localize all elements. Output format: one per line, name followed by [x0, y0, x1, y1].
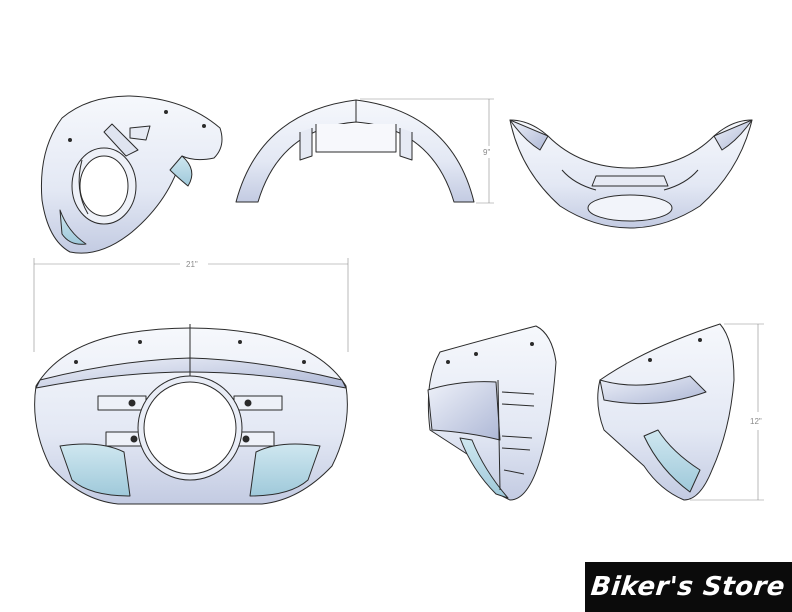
dimension-width: 21" [33, 258, 349, 352]
dimension-height-top: 9" [360, 98, 494, 204]
fairing-side-view-inner [427, 325, 557, 501]
fairing-bottom-view [509, 119, 753, 229]
dimension-height-side-label: 12" [750, 417, 762, 426]
fairing-isometric-view [40, 95, 223, 254]
fairing-side-view-outer [597, 323, 735, 501]
fairing-top-view [235, 99, 475, 203]
bikers-store-watermark: Biker's Store [585, 562, 792, 612]
fairing-front-view [34, 324, 348, 505]
dimension-width-label: 21" [186, 260, 198, 269]
dimension-height-side: 12" [690, 323, 764, 501]
watermark-text: Biker's Store [589, 572, 788, 602]
dimension-height-top-label: 9" [483, 148, 490, 157]
